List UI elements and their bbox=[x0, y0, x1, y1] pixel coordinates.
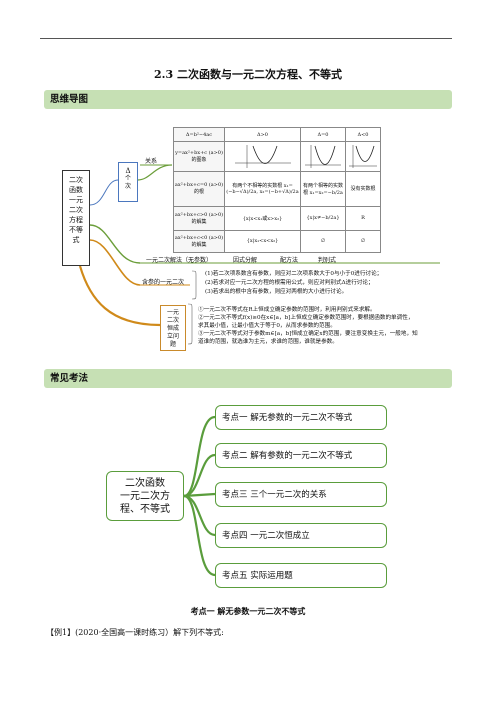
page-title: 2.3 二次函数与一元二次方程、不等式 bbox=[154, 68, 342, 81]
constant-note-3: 求其最小值，让最小值大于等于0，从而求参数的范围。 bbox=[198, 323, 336, 329]
section-band-methods: 常见考法 bbox=[44, 369, 452, 388]
key-point-1[interactable]: 考点一 解无参数的一元二次不等式 bbox=[215, 405, 387, 430]
with-param-note-1: (1)若二次项系数含有参数，则应对二次项系数大于0与小于0进行讨论； bbox=[205, 271, 383, 277]
constant-holds-node: 一元 二次 恒成 立问 题 bbox=[160, 305, 186, 351]
graph-no-root bbox=[349, 144, 377, 168]
key-point-5[interactable]: 考点五 实际运用题 bbox=[215, 563, 387, 588]
method-complete-square: 配方法 bbox=[280, 257, 299, 264]
method-discriminant: 判别式 bbox=[318, 257, 337, 264]
graph-one-root bbox=[305, 144, 341, 168]
no-param-label: 一元二次解法（无参数） bbox=[146, 257, 213, 264]
delta-node: Δ 个 次 bbox=[118, 162, 138, 202]
constant-note-1: ①一元二次不等式在R上恒成立确定参数的范围时，利用判别式来求解。 bbox=[198, 307, 376, 313]
with-param-label: 含参的一元二次 bbox=[142, 279, 185, 286]
header-rule bbox=[40, 38, 452, 39]
methods-root-node: 二次函数 一元二次方 程、不等式 bbox=[106, 471, 184, 521]
method-factoring: 因式分解 bbox=[233, 257, 258, 264]
key-point-2[interactable]: 考点二 解有参数的一元二次不等式 bbox=[215, 443, 387, 468]
graph-two-roots bbox=[234, 144, 291, 168]
constant-note-4: ③一元二次不等式对于参数m∈[a，b]恒成立确定x的范围，要注意变换主元，一般地… bbox=[198, 331, 418, 337]
section-band-mindmap: 思维导图 bbox=[44, 90, 452, 109]
constant-note-2: ②一元二次不等式f(x)≥0在x∈[a，b]上恒成立确定参数范围时，要根据函数的… bbox=[198, 315, 414, 321]
example-line: 【例1】(2020·全国高一课时练习）解下列不等式: bbox=[46, 628, 224, 637]
relation-label: 关系 bbox=[145, 158, 158, 165]
discriminant-table: Δ=b²−4ac Δ>0 Δ=0 Δ<0 y=ax²+bx+c (a>0)的图象 bbox=[173, 126, 381, 254]
with-param-note-2: (2)若求对应一元二次方程的根需用公式，则应对判别式Δ进行讨论； bbox=[205, 280, 374, 286]
mindmap-root-node: 二次 函数 一元 二次 方程 不等 式 bbox=[62, 170, 90, 266]
constant-note-5: 道谁的范围，就选谁为主元，求谁的范围，谁就是参数。 bbox=[198, 339, 338, 345]
subheading: 考点一 解无参数一元二次不等式 bbox=[190, 606, 306, 616]
key-point-3[interactable]: 考点三 三个一元二次的关系 bbox=[215, 482, 387, 507]
key-point-4[interactable]: 考点四 一元二次恒成立 bbox=[215, 523, 387, 548]
with-param-note-3: (3)若求出的根中含有参数，则应对两根的大小进行讨论。 bbox=[205, 289, 348, 295]
